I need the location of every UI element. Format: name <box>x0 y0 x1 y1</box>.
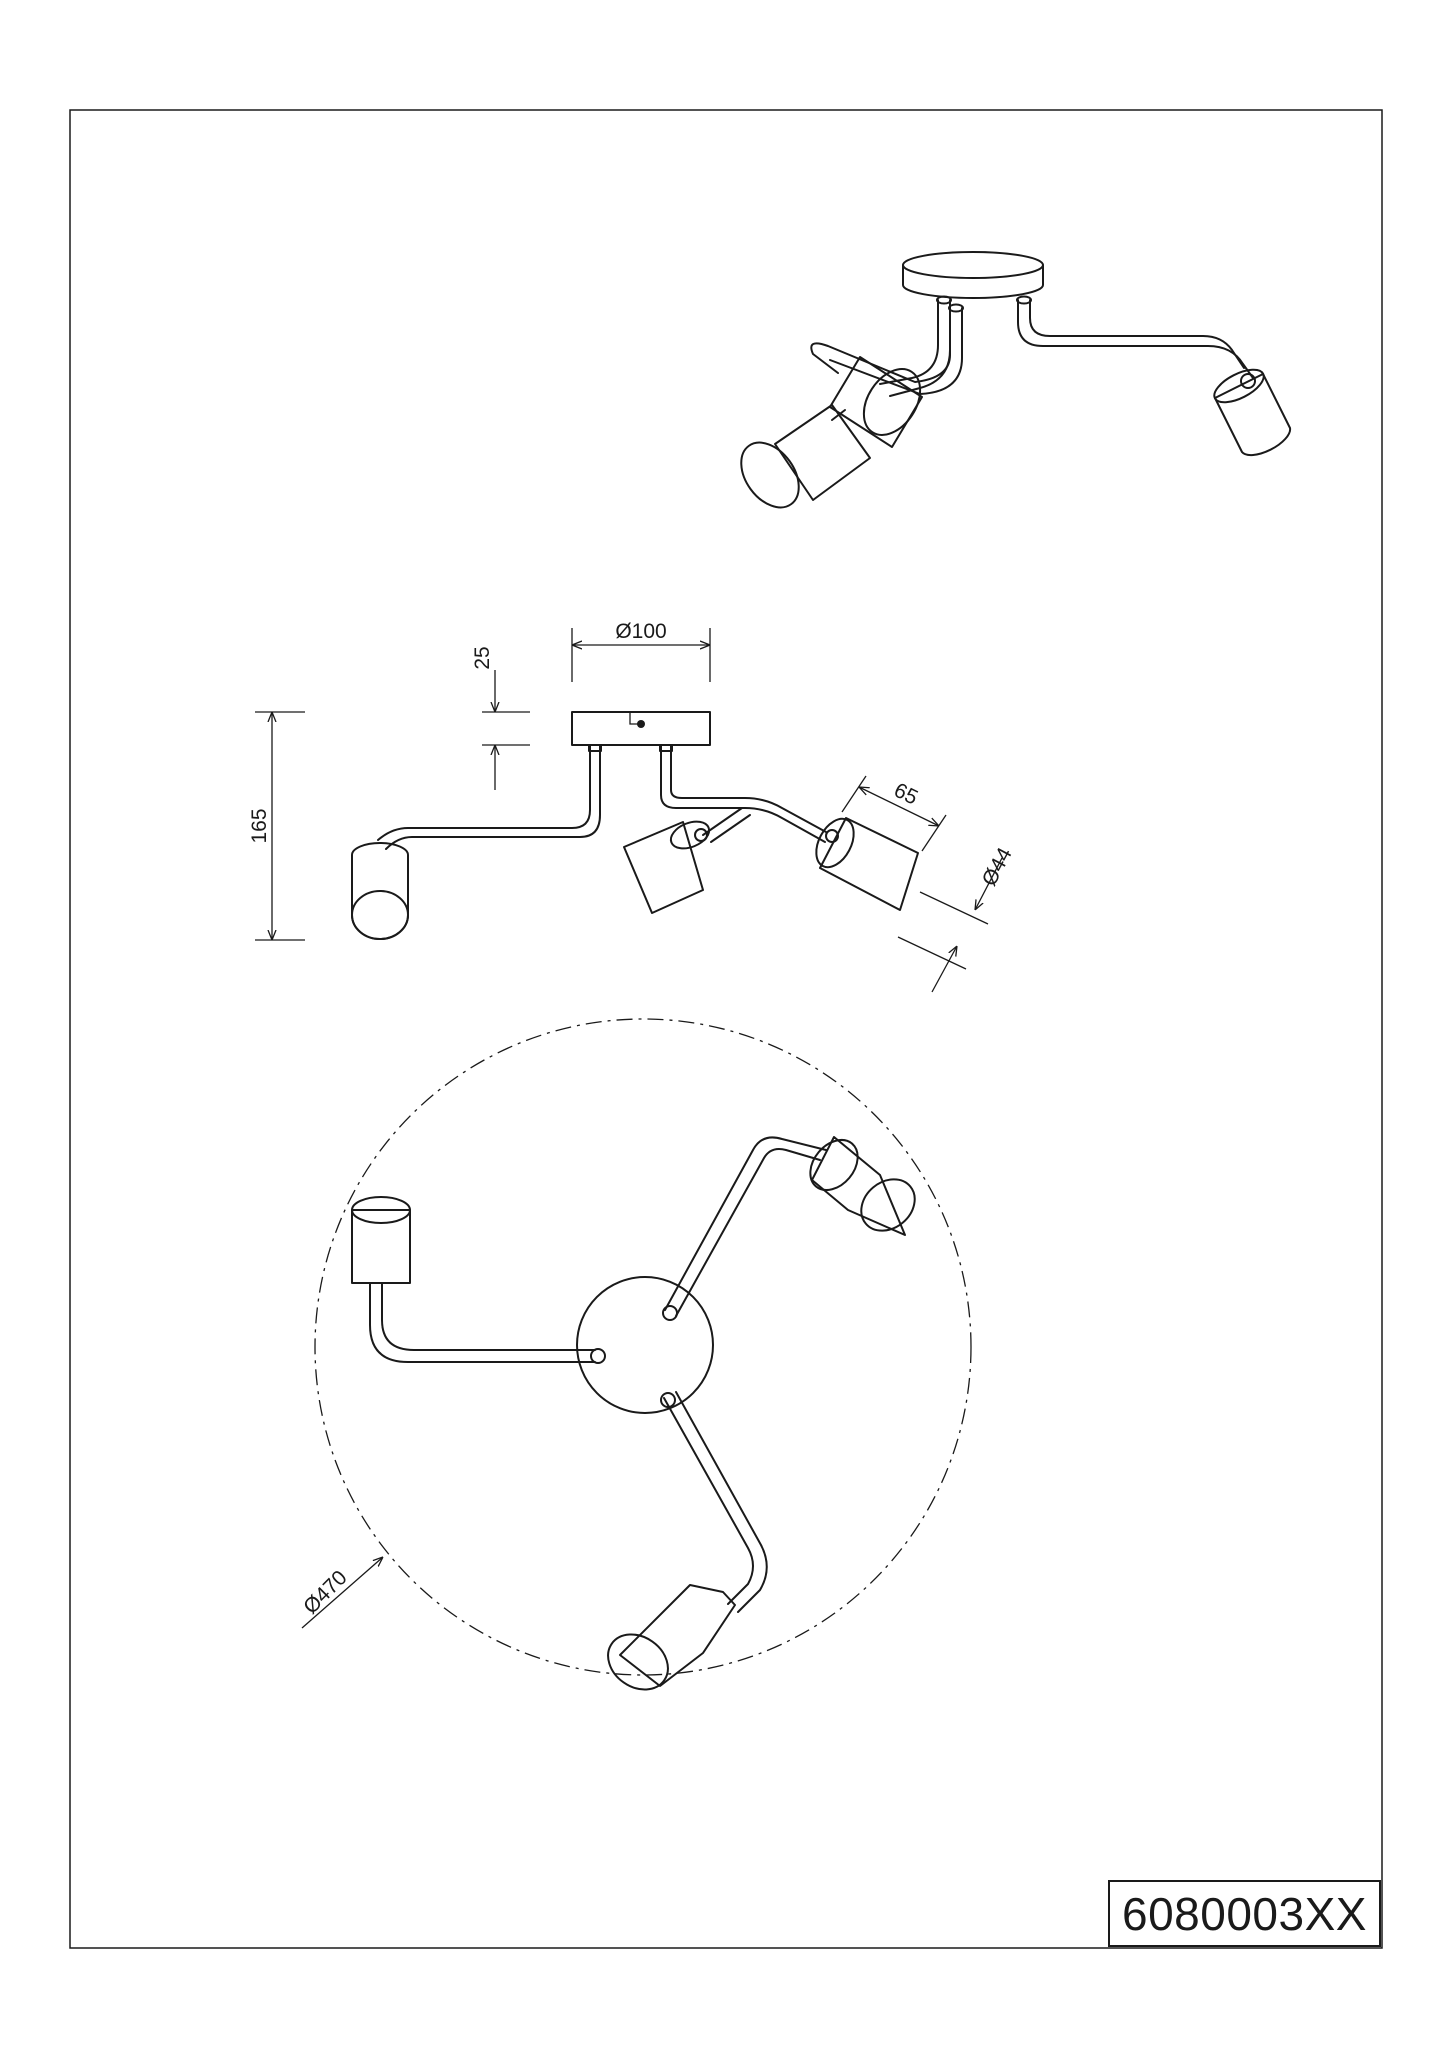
dim-canopy-height: 25 <box>471 646 530 790</box>
plan-canopy <box>576 1276 714 1414</box>
dim-span-diameter-label: Ø470 <box>299 1566 352 1619</box>
span-circle <box>314 1018 972 1676</box>
dim-canopy-diameter: Ø100 <box>571 620 711 682</box>
side-shade-middle <box>623 820 711 914</box>
perspective-shade-middle <box>829 356 923 448</box>
side-shade-left <box>351 842 409 940</box>
side-canopy <box>571 711 711 746</box>
plan-shade-lower <box>607 1584 736 1691</box>
perspective-shade-left <box>740 404 871 509</box>
plan-view: Ø470 <box>299 1018 972 1691</box>
plan-arm-upper <box>662 1136 827 1321</box>
dim-span-diameter: Ø470 <box>299 1557 383 1629</box>
perspective-canopy <box>902 251 1044 299</box>
perspective-arm-left <box>810 303 964 421</box>
side-view: Ø100 25 165 65 Ø44 <box>248 620 1017 993</box>
side-arm-left <box>377 744 602 850</box>
plan-shade-left <box>351 1196 411 1284</box>
product-code-box: 6080003XX <box>1108 1880 1381 1947</box>
dim-overall-height-label: 165 <box>248 808 271 843</box>
drawing-frame <box>69 109 1383 1949</box>
plan-arm-left <box>363 1282 606 1364</box>
plan-arm-lower <box>660 1391 768 1613</box>
dim-canopy-height-label: 25 <box>471 646 494 669</box>
dim-shade-diameter: Ø44 <box>897 844 1017 993</box>
dim-shade-length: 65 <box>841 775 947 852</box>
dim-shade-diameter-label: Ø44 <box>978 844 1017 890</box>
plan-shade-upper <box>809 1136 916 1236</box>
product-code: 6080003XX <box>1122 1887 1367 1940</box>
side-arm-right <box>659 744 827 843</box>
side-shade-right <box>815 817 919 911</box>
dim-canopy-diameter-label: Ø100 <box>615 620 666 643</box>
perspective-shade-right <box>1213 368 1292 457</box>
dim-overall-height: 165 <box>248 711 305 941</box>
perspective-view <box>740 251 1292 509</box>
perspective-arm-right <box>1016 295 1254 379</box>
